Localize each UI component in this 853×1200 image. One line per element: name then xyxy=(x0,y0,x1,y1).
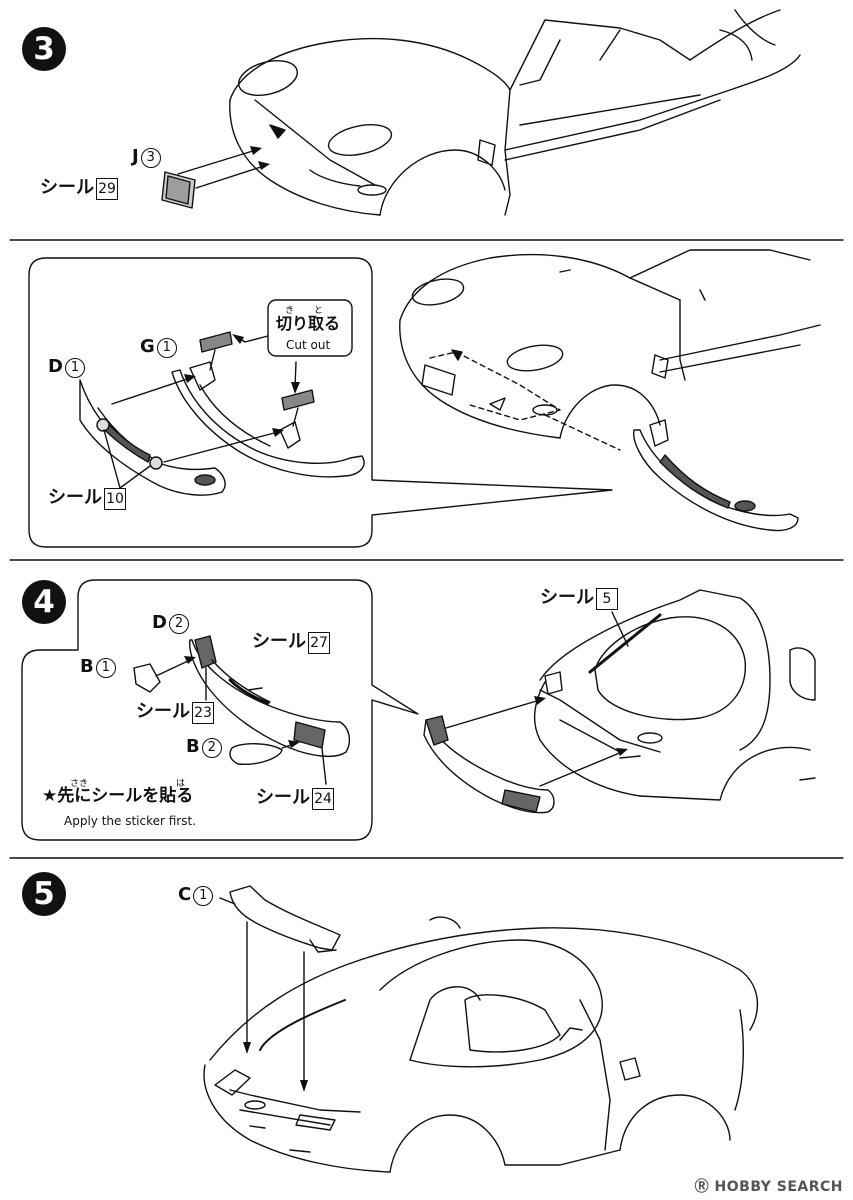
cut-out-bubble xyxy=(267,299,353,357)
part-number: 1 xyxy=(95,658,116,678)
sticker-number: 29 xyxy=(96,178,118,200)
sticker-word: シール xyxy=(48,487,102,508)
cut-out-en: Cut out xyxy=(286,338,331,352)
sticker-word: シール xyxy=(256,787,310,808)
part-letter: B xyxy=(80,656,94,677)
part-letter: D xyxy=(152,612,167,633)
sticker-word: シール xyxy=(252,631,306,652)
step4-spoiler-detached xyxy=(423,715,555,814)
sticker-word: シール xyxy=(136,701,190,722)
note-ruby-1: さき xyxy=(70,779,89,789)
note-ruby-2: は xyxy=(176,779,186,789)
step3-car-front xyxy=(229,9,801,216)
cut-out-tabs xyxy=(199,331,315,427)
step3b-arrows xyxy=(103,334,300,489)
part-d1-bumper xyxy=(79,379,226,496)
sticker-number: 24 xyxy=(312,788,334,810)
hobby-search-logo-icon: Ⓡ xyxy=(694,1179,710,1195)
part-number: 1 xyxy=(64,358,85,378)
step-3-badge: 3 xyxy=(22,27,66,71)
step4-arrows xyxy=(155,656,327,785)
step5-arrows xyxy=(243,921,308,1092)
step4-car-arrows xyxy=(445,611,629,787)
sticker-number: 27 xyxy=(308,632,330,654)
cut-out-jp: 切り取る xyxy=(276,314,341,333)
step-4-badge: 4 xyxy=(22,580,66,624)
cut-ruby-2: と xyxy=(314,306,324,316)
part-c1-wing xyxy=(219,885,341,953)
watermark: Ⓡ HOBBY SEARCH xyxy=(695,1176,843,1196)
step-5-badge: 5 xyxy=(22,872,66,916)
part-number: 1 xyxy=(193,886,214,906)
part-letter: D xyxy=(48,356,63,377)
antenna-sticker-5 xyxy=(588,613,662,674)
step3b-bumper-small xyxy=(633,419,799,532)
note-en: Apply the sticker first. xyxy=(64,814,197,828)
sticker-number: 23 xyxy=(192,702,214,724)
sticker-word: シール xyxy=(40,177,94,198)
part-letter: J xyxy=(132,146,139,167)
step4-car-rear xyxy=(533,589,816,801)
part-b2 xyxy=(229,743,283,766)
part-number: 2 xyxy=(168,614,189,634)
inset-box-3 xyxy=(28,257,613,548)
step3-arrows xyxy=(177,146,270,189)
cut-ruby-1: き xyxy=(285,306,295,316)
sticker-number: 10 xyxy=(104,488,126,510)
note-jp: ★先にシールを貼る xyxy=(42,786,194,806)
inset-box-4 xyxy=(21,579,419,841)
step5-car-rear xyxy=(203,916,759,1173)
part-number: 2 xyxy=(201,738,222,758)
part-letter: B xyxy=(186,736,200,757)
part-b1 xyxy=(133,663,161,693)
part-letter: C xyxy=(178,884,192,905)
part-letter: G xyxy=(140,336,155,357)
part-number: 3 xyxy=(140,148,161,168)
dashed-guides xyxy=(429,351,621,451)
sticker-number: 5 xyxy=(596,588,618,610)
sticker-word: シール xyxy=(540,587,594,608)
step3b-car-front xyxy=(399,249,821,439)
part-number: 1 xyxy=(156,338,177,358)
watermark-text: HOBBY SEARCH xyxy=(714,1179,843,1195)
part-g1-frame xyxy=(171,361,365,478)
step3-plate-j3 xyxy=(161,171,196,209)
